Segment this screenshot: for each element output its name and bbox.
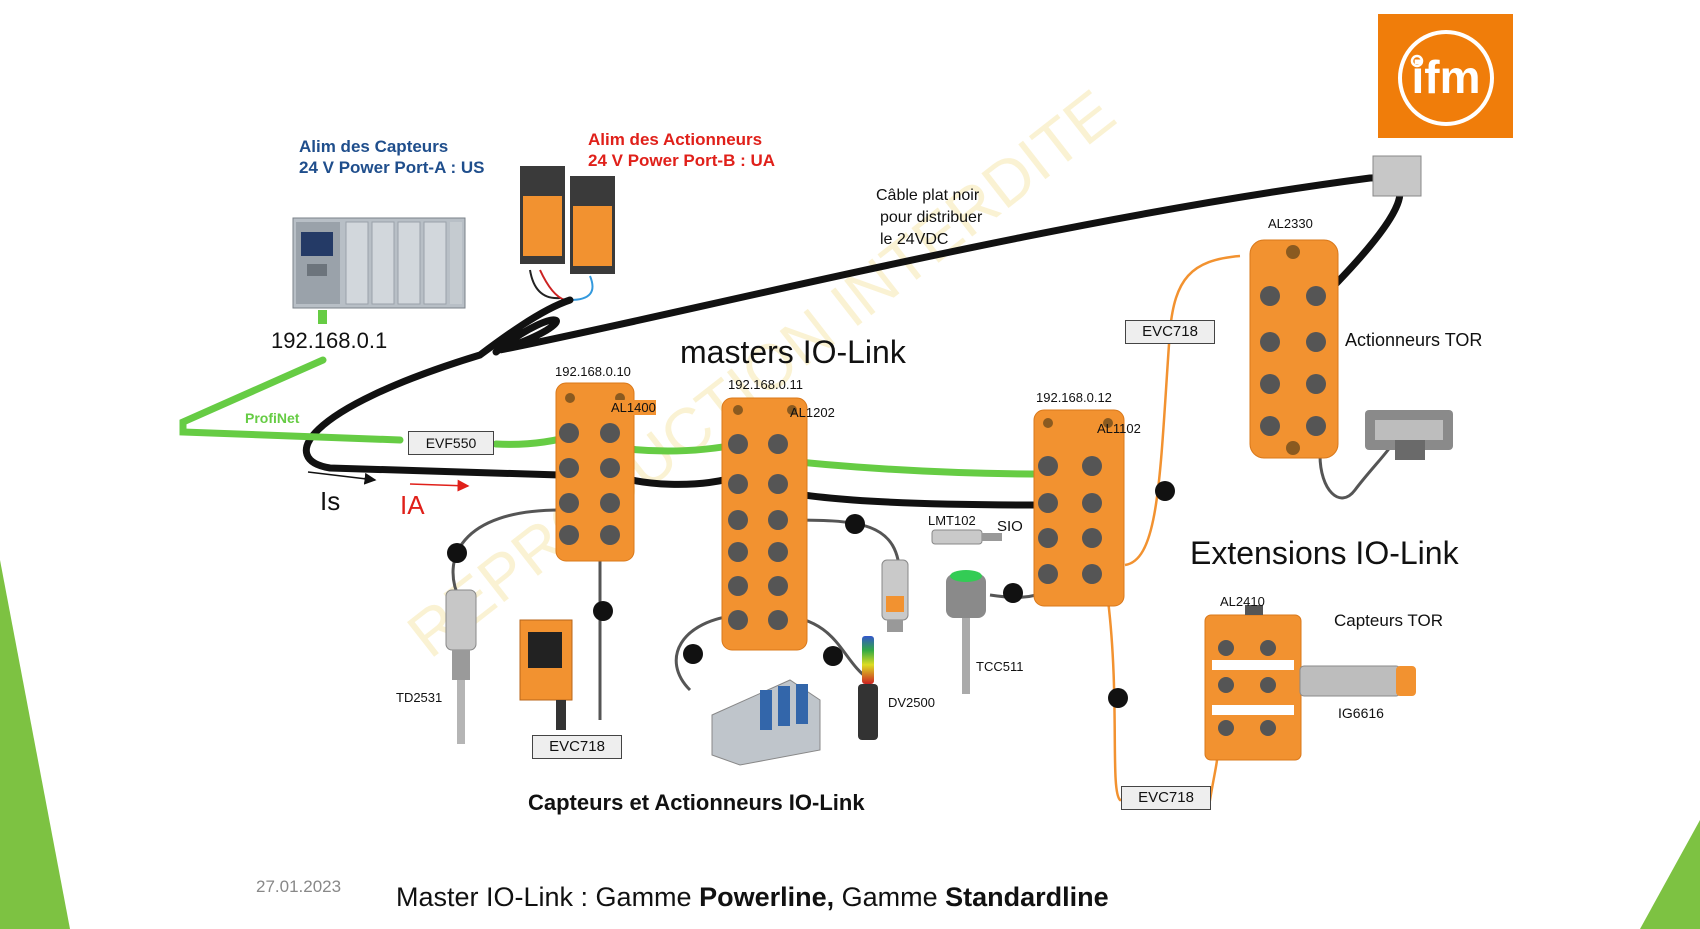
sensor-lmt102 bbox=[931, 529, 1002, 545]
tcc511-label: TCC511 bbox=[976, 659, 1024, 674]
td2531-label: TD2531 bbox=[396, 690, 443, 705]
plc-device bbox=[292, 217, 466, 324]
orange-cable-al2410 bbox=[1106, 599, 1220, 802]
footer-prefix: Master IO-Link : Gamme bbox=[396, 882, 700, 912]
valve-manifold bbox=[711, 679, 821, 766]
ia-arrow bbox=[409, 479, 470, 492]
sensors-power-title: Alim des Capteurs bbox=[299, 137, 449, 156]
evc718-bottom-right-label: EVC718 bbox=[1121, 786, 1211, 810]
extension-al2330 bbox=[1249, 239, 1339, 459]
ig6616-label: IG6616 bbox=[1338, 705, 1384, 721]
orange-cable-al2330 bbox=[1124, 254, 1241, 567]
sensor-ig6616 bbox=[1299, 665, 1416, 697]
valve-actuator bbox=[1365, 410, 1453, 460]
actuators-tor-label: Actionneurs TOR bbox=[1345, 330, 1483, 350]
ifm-logo: ifm bbox=[1378, 14, 1513, 138]
sensor-laser bbox=[519, 619, 573, 730]
evc718-top-label: EVC718 bbox=[1125, 320, 1215, 344]
actuators-power-subtitle: 24 V Power Port-B : UA bbox=[588, 151, 776, 170]
footer-mid: Gamme bbox=[834, 882, 946, 912]
master-model-1: AL1400 bbox=[611, 400, 656, 415]
sensors-power-subtitle: 24 V Power Port-A : US bbox=[299, 158, 485, 177]
signal-tower-dv2500 bbox=[858, 636, 878, 740]
sensor-td2531 bbox=[445, 589, 477, 744]
profinet-cable bbox=[179, 356, 1049, 478]
evc718-bottom-left-label: EVC718 bbox=[532, 735, 622, 759]
footer-powerline: Powerline, bbox=[699, 882, 835, 912]
sensor-tcc511 bbox=[946, 570, 986, 694]
profinet-label: ProfiNet bbox=[245, 410, 300, 426]
corner-triangle-right bbox=[1640, 820, 1700, 929]
footer-text: Master IO-Link : Gamme Powerline, Gamme … bbox=[396, 882, 1109, 913]
sensors-tor-label: Capteurs TOR bbox=[1334, 611, 1443, 630]
footer-standardline: Standardline bbox=[945, 882, 1109, 912]
lmt102-label: LMT102 bbox=[928, 513, 976, 528]
master-ip-3: 192.168.0.12 bbox=[1036, 390, 1112, 405]
master-ip-1: 192.168.0.10 bbox=[555, 364, 631, 379]
al2410-label: AL2410 bbox=[1220, 594, 1265, 609]
cable-note-line3: le 24VDC bbox=[880, 231, 949, 248]
corner-triangle-left bbox=[0, 560, 70, 929]
is-label: Is bbox=[320, 486, 341, 516]
master-model-2: AL1202 bbox=[790, 405, 835, 420]
cable-markers bbox=[447, 481, 1175, 708]
evf550-label: EVF550 bbox=[408, 431, 494, 455]
dv2500-label: DV2500 bbox=[888, 695, 935, 710]
plc-ip: 192.168.0.1 bbox=[271, 328, 388, 353]
extension-al2410 bbox=[1204, 605, 1302, 761]
actuators-power-title: Alim des Actionneurs bbox=[588, 130, 763, 149]
master-al1102 bbox=[1033, 409, 1125, 607]
sio-label: SIO bbox=[997, 518, 1023, 535]
extensions-title: Extensions IO-Link bbox=[1190, 535, 1459, 571]
flat-cable-connector bbox=[1372, 155, 1422, 197]
al2330-label: AL2330 bbox=[1268, 216, 1313, 231]
logo-text: ifm bbox=[1412, 51, 1481, 103]
is-arrow bbox=[307, 471, 377, 485]
masters-title: masters IO-Link bbox=[680, 334, 906, 370]
master-ip-2: 192.168.0.11 bbox=[728, 377, 803, 392]
cable-note-line2: pour distribuer bbox=[880, 209, 983, 226]
footer-date: 27.01.2023 bbox=[256, 877, 342, 896]
bottom-title: Capteurs et Actionneurs IO-Link bbox=[528, 790, 865, 815]
ia-label: IA bbox=[400, 490, 425, 520]
master-al1202 bbox=[721, 397, 808, 651]
master-al1400 bbox=[555, 382, 635, 562]
sensor-pressure bbox=[881, 559, 909, 632]
cable-note-line1: Câble plat noir bbox=[876, 187, 980, 204]
power-supplies bbox=[520, 166, 615, 301]
master-model-3: AL1102 bbox=[1097, 421, 1141, 436]
